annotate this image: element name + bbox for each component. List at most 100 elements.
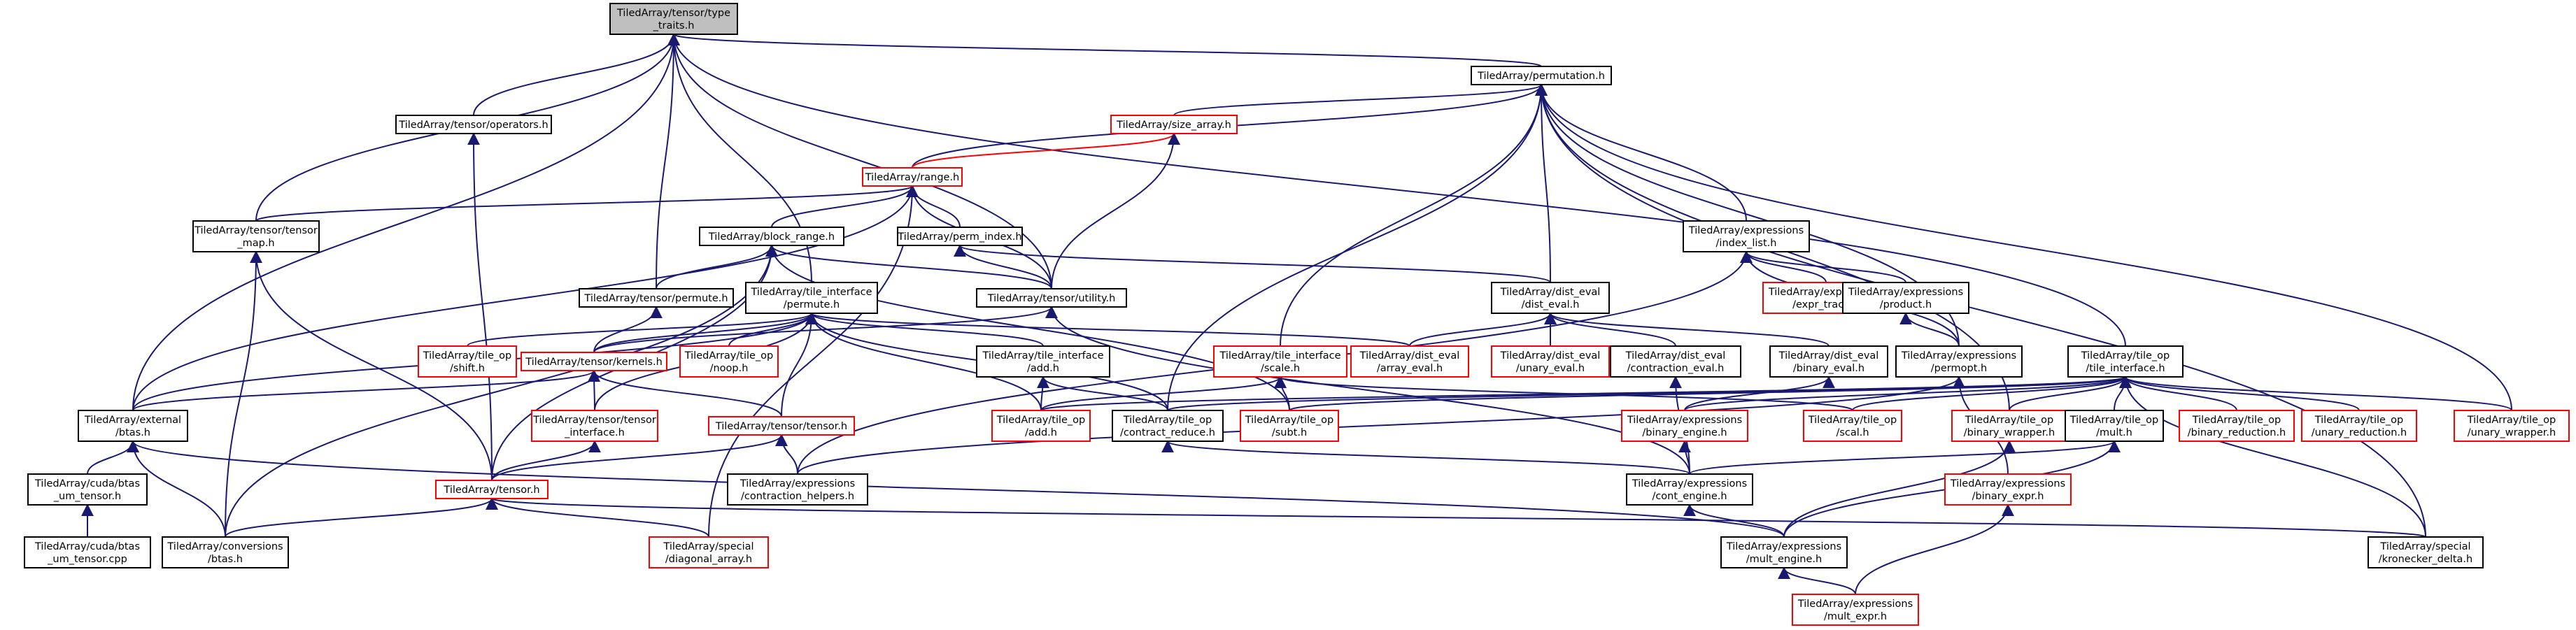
node-tile-op-scal[interactable]: TiledArray/tile_op/scal.h bbox=[1803, 410, 1902, 442]
node-dist-eval[interactable]: TiledArray/dist_eval/dist_eval.h bbox=[1491, 282, 1610, 314]
node-box bbox=[1769, 345, 1888, 378]
edge-cuda-btas-um-to-external-btas bbox=[87, 440, 139, 475]
node-kronecker-delta[interactable]: TiledArray/special/kronecker_delta.h bbox=[2368, 536, 2484, 568]
node-box bbox=[1491, 282, 1610, 314]
node-unary-wrapper[interactable]: TiledArray/tile_op/unary_wrapper.h bbox=[2454, 410, 2570, 442]
node-label: TiledArray/tile_interface bbox=[750, 287, 872, 298]
node-label: TiledArray/tile_op bbox=[1965, 415, 2054, 426]
node-label: /btas.h bbox=[115, 427, 150, 438]
node-label: /scale.h bbox=[1261, 363, 1300, 374]
node-box bbox=[579, 288, 734, 308]
node-tile-op-subt[interactable]: TiledArray/tile_op/subt.h bbox=[1240, 410, 1339, 442]
node-box bbox=[1720, 536, 1848, 568]
node-tensor-interface[interactable]: TiledArray/tensor/tensor_interface.h bbox=[531, 410, 658, 442]
node-tile-interface-scale[interactable]: TiledArray/tile_interface/scale.h bbox=[1213, 345, 1347, 378]
edge-mult-expr-to-binary-expr bbox=[1855, 503, 2014, 595]
node-tensor-h[interactable]: TiledArray/tensor.h bbox=[435, 480, 549, 499]
node-tensor-kernels[interactable]: TiledArray/tensor/kernels.h bbox=[521, 352, 667, 371]
node-label: /kronecker_delta.h bbox=[2379, 554, 2472, 565]
node-tile-op-tile-interface[interactable]: TiledArray/tile_op/tile_interface.h bbox=[2067, 345, 2184, 378]
node-box bbox=[862, 167, 963, 187]
node-label: TiledArray/tensor/utility.h bbox=[987, 293, 1116, 304]
node-tile-interface-permute[interactable]: TiledArray/tile_interface/permute.h bbox=[745, 282, 878, 314]
edge-diagonal-array-to-range bbox=[708, 185, 919, 538]
node-label: /add.h bbox=[1027, 363, 1059, 374]
node-unary-reduction[interactable]: TiledArray/tile_op/unary_reduction.h bbox=[2301, 410, 2417, 442]
node-label: /contract_reduce.h bbox=[1120, 427, 1215, 438]
node-tile-interface-add[interactable]: TiledArray/tile_interface/add.h bbox=[976, 345, 1110, 378]
node-tensor-type-traits[interactable]: TiledArray/tensor/type_traits.h bbox=[609, 3, 738, 35]
node-label: TiledArray/tensor.h bbox=[443, 485, 539, 496]
node-binary-reduction[interactable]: TiledArray/tile_op/binary_reduction.h bbox=[2179, 410, 2295, 442]
edge-tensor-utility-to-size-array bbox=[1051, 132, 1180, 289]
node-label: /diagonal_array.h bbox=[665, 554, 752, 565]
edge-tensor-permute-to-tensor-type-traits bbox=[656, 33, 680, 289]
node-tensor-utility[interactable]: TiledArray/tensor/utility.h bbox=[976, 288, 1127, 308]
node-conversions-btas[interactable]: TiledArray/conversions/btas.h bbox=[162, 536, 289, 568]
edge-binary-engine-to-tile-op-tile-interface bbox=[1684, 375, 2132, 411]
node-binary-expr[interactable]: TiledArray/expressions/binary_expr.h bbox=[1944, 473, 2072, 506]
node-box bbox=[78, 410, 188, 442]
node-binary-engine[interactable]: TiledArray/expressions/binary_engine.h bbox=[1621, 410, 1748, 442]
node-diagonal-array[interactable]: TiledArray/special/diagonal_array.h bbox=[649, 536, 769, 568]
node-label: TiledArray/permutation.h bbox=[1477, 71, 1605, 82]
node-box bbox=[745, 282, 878, 314]
node-mult-expr[interactable]: TiledArray/expressions/mult_expr.h bbox=[1792, 594, 1919, 626]
edge-contraction-helpers-to-tensor-tensor bbox=[775, 434, 798, 475]
node-box bbox=[1110, 115, 1238, 134]
node-index-list[interactable]: TiledArray/expressions/index_list.h bbox=[1683, 220, 1810, 252]
node-box bbox=[1842, 282, 1969, 314]
node-box bbox=[649, 536, 769, 568]
edge-cont-engine-to-binary-engine bbox=[1678, 440, 1692, 475]
edge-tile-op-add-to-tile-interface-scale bbox=[1040, 375, 1287, 411]
node-label: TiledArray/expressions bbox=[1901, 350, 2016, 361]
node-size-array[interactable]: TiledArray/size_array.h bbox=[1110, 115, 1238, 134]
node-tensor-tensor[interactable]: TiledArray/tensor/tensor.h bbox=[708, 416, 855, 436]
node-binary-wrapper[interactable]: TiledArray/tile_op/binary_wrapper.h bbox=[1951, 410, 2067, 442]
node-tensor-permute[interactable]: TiledArray/tensor/permute.h bbox=[579, 288, 734, 308]
node-mult-engine[interactable]: TiledArray/expressions/mult_engine.h bbox=[1720, 536, 1848, 568]
node-box bbox=[2179, 410, 2295, 442]
node-range[interactable]: TiledArray/range.h bbox=[862, 167, 963, 187]
node-perm-index[interactable]: TiledArray/perm_index.h bbox=[897, 227, 1023, 246]
node-contraction-eval[interactable]: TiledArray/dist_eval/contraction_eval.h bbox=[1610, 345, 1741, 378]
node-contract-reduce[interactable]: TiledArray/tile_op/contract_reduce.h bbox=[1112, 410, 1224, 442]
node-box bbox=[1626, 473, 1753, 506]
node-label: /binary_expr.h bbox=[1972, 491, 2044, 502]
node-unary-eval[interactable]: TiledArray/dist_eval/unary_eval.h bbox=[1491, 345, 1610, 378]
node-label: TiledArray/tensor/tensor bbox=[194, 225, 318, 236]
node-external-btas[interactable]: TiledArray/external/btas.h bbox=[78, 410, 188, 442]
node-binary-eval[interactable]: TiledArray/dist_eval/binary_eval.h bbox=[1769, 345, 1888, 378]
node-cuda-btas-um[interactable]: TiledArray/cuda/btas_um_tensor.h bbox=[27, 473, 148, 506]
node-label: TiledArray/tile_interface bbox=[982, 350, 1103, 361]
node-label: TiledArray/size_array.h bbox=[1116, 120, 1231, 131]
node-contraction-helpers[interactable]: TiledArray/expressions/contraction_helpe… bbox=[727, 473, 868, 506]
node-cuda-btas-um-cpp[interactable]: TiledArray/cuda/btas_um_tensor.cpp bbox=[24, 536, 151, 568]
node-box bbox=[1621, 410, 1748, 442]
node-box bbox=[162, 536, 289, 568]
node-tile-op-mult[interactable]: TiledArray/tile_op/mult.h bbox=[2065, 410, 2164, 442]
node-permopt[interactable]: TiledArray/expressions/permopt.h bbox=[1895, 345, 2023, 378]
node-box bbox=[2067, 345, 2184, 378]
node-tile-op-shift[interactable]: TiledArray/tile_op/shift.h bbox=[418, 345, 517, 378]
edge-layer bbox=[81, 33, 2512, 595]
node-label: TiledArray/expressions bbox=[1688, 225, 1804, 236]
node-box bbox=[1491, 345, 1610, 378]
node-cont-engine[interactable]: TiledArray/expressions/cont_engine.h bbox=[1626, 473, 1753, 506]
node-operators[interactable]: TiledArray/tensor/operators.h bbox=[395, 115, 552, 134]
edge-dist-eval-to-perm-index bbox=[954, 244, 1551, 283]
node-label: /scal.h bbox=[1836, 427, 1869, 438]
node-tile-op-add[interactable]: TiledArray/tile_op/add.h bbox=[991, 410, 1091, 442]
edge-tile-op-scal-to-tile-op-tile-interface bbox=[1852, 375, 2132, 411]
node-block-range[interactable]: TiledArray/block_range.h bbox=[699, 227, 844, 246]
node-label: /array_eval.h bbox=[1377, 363, 1443, 374]
node-permutation[interactable]: TiledArray/permutation.h bbox=[1471, 66, 1612, 85]
node-label: TiledArray/cuda/btas bbox=[34, 541, 140, 552]
node-tensor-map[interactable]: TiledArray/tensor/tensor_map.h bbox=[192, 220, 320, 252]
node-array-eval[interactable]: TiledArray/dist_eval/array_eval.h bbox=[1350, 345, 1469, 378]
node-label: /mult_engine.h bbox=[1746, 554, 1822, 565]
node-box bbox=[1792, 594, 1919, 626]
node-product[interactable]: TiledArray/expressions/product.h bbox=[1842, 282, 1969, 314]
node-tile-op-noop[interactable]: TiledArray/tile_op/noop.h bbox=[679, 345, 779, 378]
node-box bbox=[991, 410, 1091, 442]
